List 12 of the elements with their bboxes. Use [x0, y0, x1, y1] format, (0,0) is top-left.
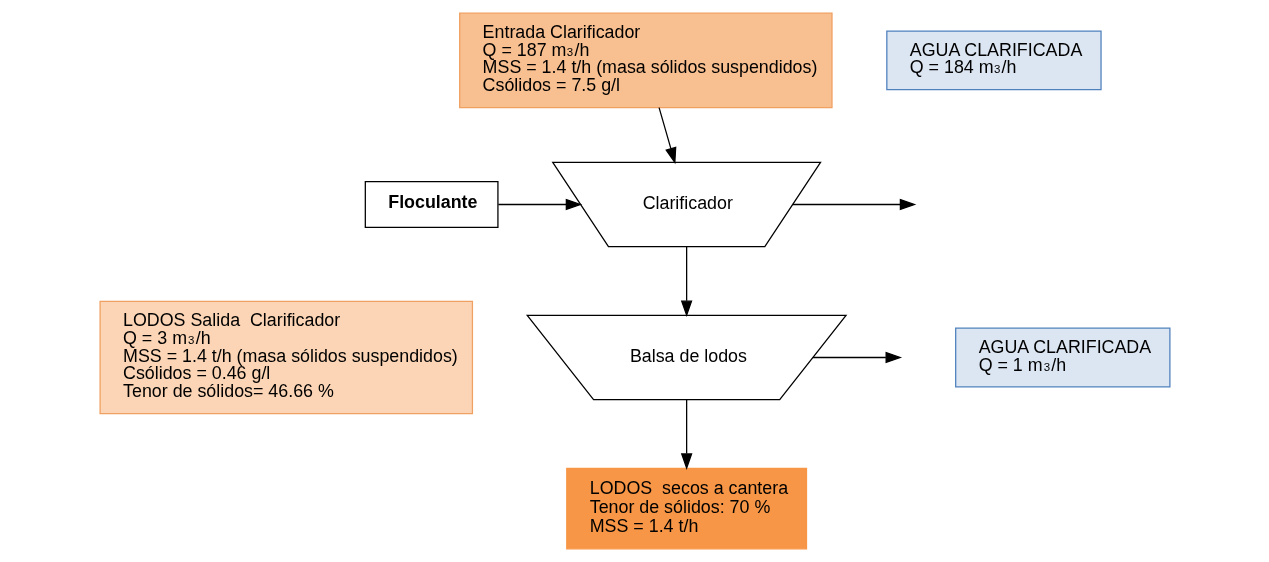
node-box: LODOS Salida Clarificador Q = 3 m3/h MSS = 1.4 t/h (masa sólidos suspendidos) Csólidos = 0.46 g/l Tenor de sólidos= 46.66 % [98, 300, 473, 415]
node-box: LODOS secos a cantera Tenor de sólidos: 70 % MSS = 1.4 t/h [565, 467, 807, 550]
arrow [811, 351, 902, 364]
arrow [680, 399, 692, 470]
arrow [680, 246, 692, 318]
arrow [791, 198, 916, 211]
node-box: Entrada Clarificador Q = 187 m3/h MSS = 1.4 t/h (masa sólidos suspendidos) Csólidos = 7.5 g/l [458, 12, 833, 109]
node-box: AGUA CLARIFICADA Q = 184 m3/h [885, 30, 1102, 91]
arrow [657, 107, 676, 165]
node-box: Floculante [364, 180, 499, 229]
node-box: AGUA CLARIFICADA Q = 1 m3/h [954, 327, 1171, 388]
arrow [497, 198, 582, 211]
